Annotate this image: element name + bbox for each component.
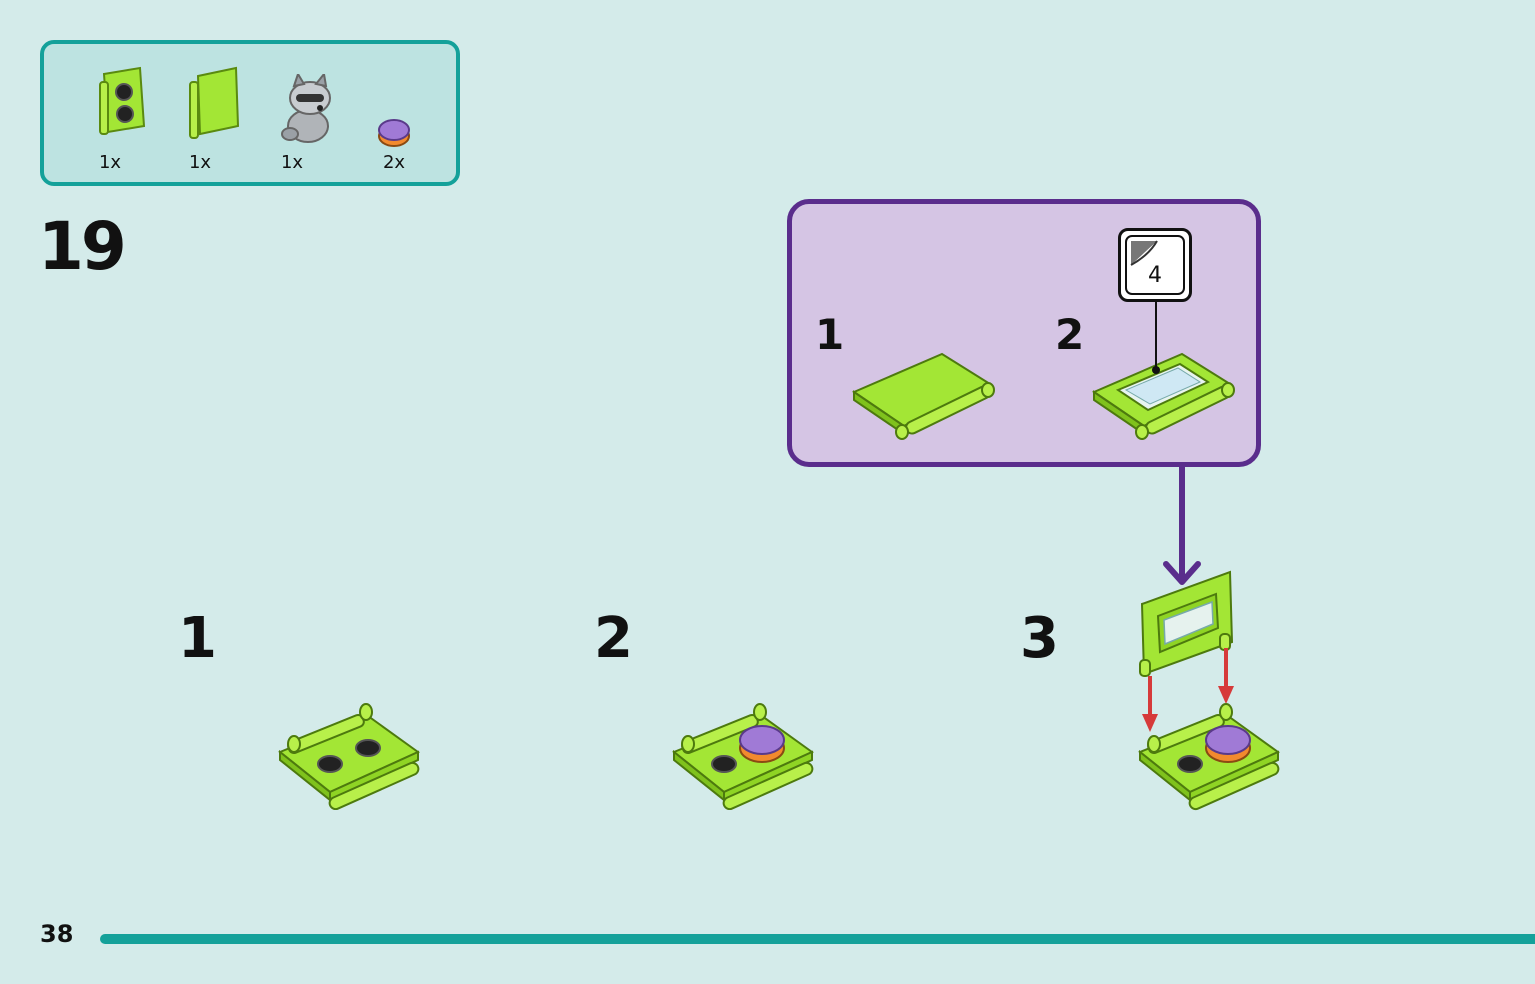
round-tile-orange-purple-icon [378,119,410,147]
raccoon-figure-icon [281,74,331,143]
lime-panel-flat-icon [851,352,995,440]
footer-bar [100,934,1535,944]
subassembly-step-number: 1 [815,310,845,359]
base-with-black-studs-icon [278,703,420,810]
page-number: 38 [40,920,74,948]
frame-attach-assembly-icon [1138,570,1280,811]
build-step-number: 3 [1020,606,1059,671]
part-quantity: 2x [382,152,406,173]
part-quantity: 1x [98,152,122,173]
part-quantity: 1x [188,152,212,173]
build-step-number: 2 [594,606,633,671]
subassembly-down-arrow [1163,464,1201,585]
base-with-round-tile-icon [672,703,814,810]
build-step-number: 1 [178,606,217,671]
subassembly-step-number: 2 [1055,310,1085,359]
part-quantity: 1x [280,152,304,173]
sticker-icon [1125,235,1185,295]
parts-list-box: 1x 1x 1x 2x [40,40,460,186]
sticker-number: 4 [1148,263,1162,288]
lime-panel-with-studs-icon [99,66,146,135]
lime-tile-panel-icon [189,66,240,139]
sticker-pointer-line [1152,300,1160,374]
step-number: 19 [38,208,127,285]
sticker-peel-icon [1130,240,1158,266]
lime-panel-with-sticker-icon [1091,352,1235,440]
sticker-badge: 4 [1118,228,1192,302]
